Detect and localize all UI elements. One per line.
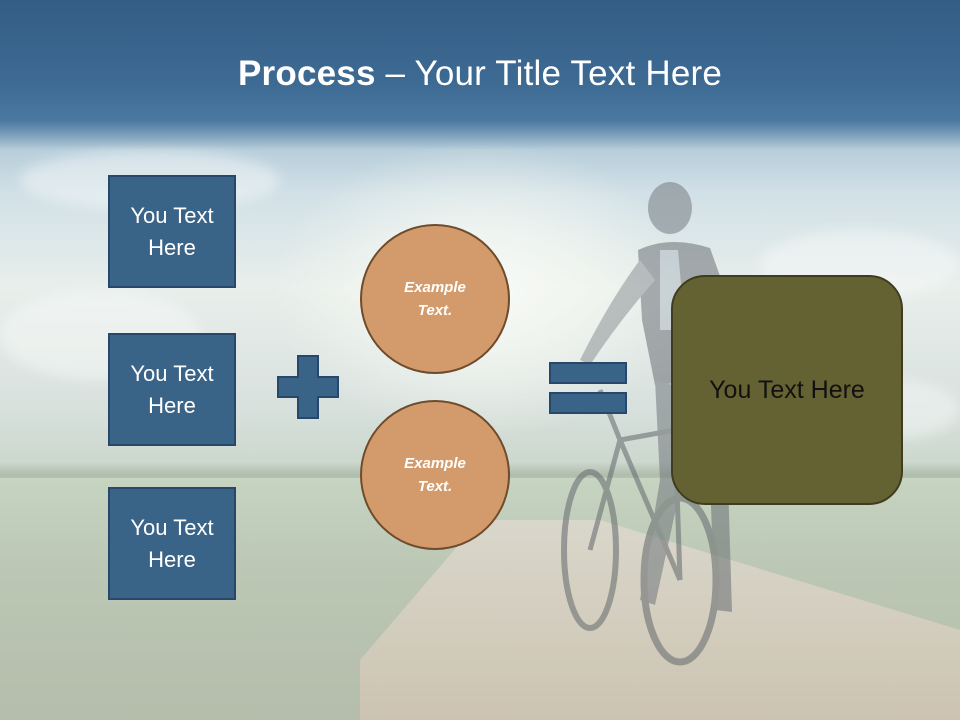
example-circle-1: Example Text. (360, 224, 510, 374)
text-box-label: You Text Here (130, 514, 214, 572)
circle-label: Example Text. (404, 279, 466, 319)
plus-icon (277, 355, 339, 419)
title-separator: – (375, 54, 415, 93)
text-box-1: You Text Here (108, 175, 236, 288)
equals-icon (549, 362, 627, 414)
text-box-2: You Text Here (108, 333, 236, 446)
title-band (0, 0, 960, 150)
text-box-label: You Text Here (130, 360, 214, 418)
text-box-3: You Text Here (108, 487, 236, 600)
result-label: You Text Here (709, 376, 865, 404)
text-box-label: You Text Here (130, 202, 214, 260)
result-box: You Text Here (671, 275, 903, 505)
title-rest: Your Title Text Here (414, 54, 722, 93)
title-bold-part: Process (238, 54, 376, 93)
circle-label: Example Text. (404, 455, 466, 495)
example-circle-2: Example Text. (360, 400, 510, 550)
slide-title: Process – Your Title Text Here (0, 52, 960, 96)
